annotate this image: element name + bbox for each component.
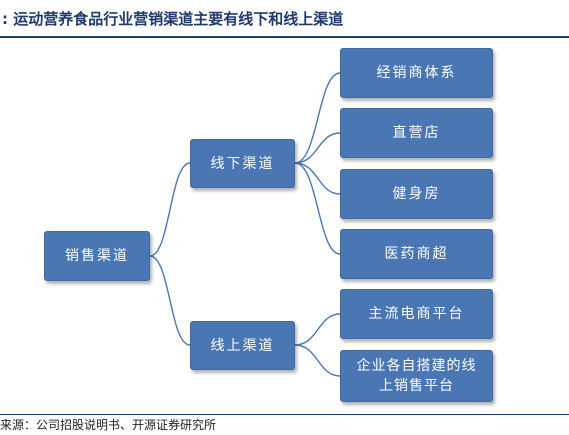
node-mainstream-ecommerce: 主流电商平台 — [340, 289, 493, 339]
connector-offline-pharmacy — [294, 162, 341, 255]
node-gym: 健身房 — [340, 169, 493, 219]
node-distributor-system: 经销商体系 — [340, 48, 493, 98]
connector-root-online — [149, 255, 191, 346]
connector-offline-gym — [294, 162, 341, 195]
connector-offline-distributor — [294, 72, 341, 164]
node-sales-channel: 销售渠道 — [44, 231, 150, 281]
node-direct-store: 直营店 — [340, 108, 493, 158]
connector-online-ecommerce — [294, 313, 341, 346]
connector-online-own-platform — [294, 344, 341, 377]
node-offline-channel: 线下渠道 — [190, 139, 295, 188]
node-pharmacy-supermarket: 医药商超 — [340, 229, 493, 279]
chart-title: : 运动营养食品行业营销渠道主要有线下和线上渠道 — [0, 0, 569, 38]
source-note: 来源：公司招股说明书、开源证券研究所 — [0, 414, 569, 435]
connector-root-offline — [149, 162, 191, 257]
node-company-own-online-platform: 企业各自搭建的线上销售平台 — [340, 350, 493, 402]
connector-offline-direct-store — [294, 132, 341, 164]
node-online-channel: 线上渠道 — [190, 321, 295, 370]
